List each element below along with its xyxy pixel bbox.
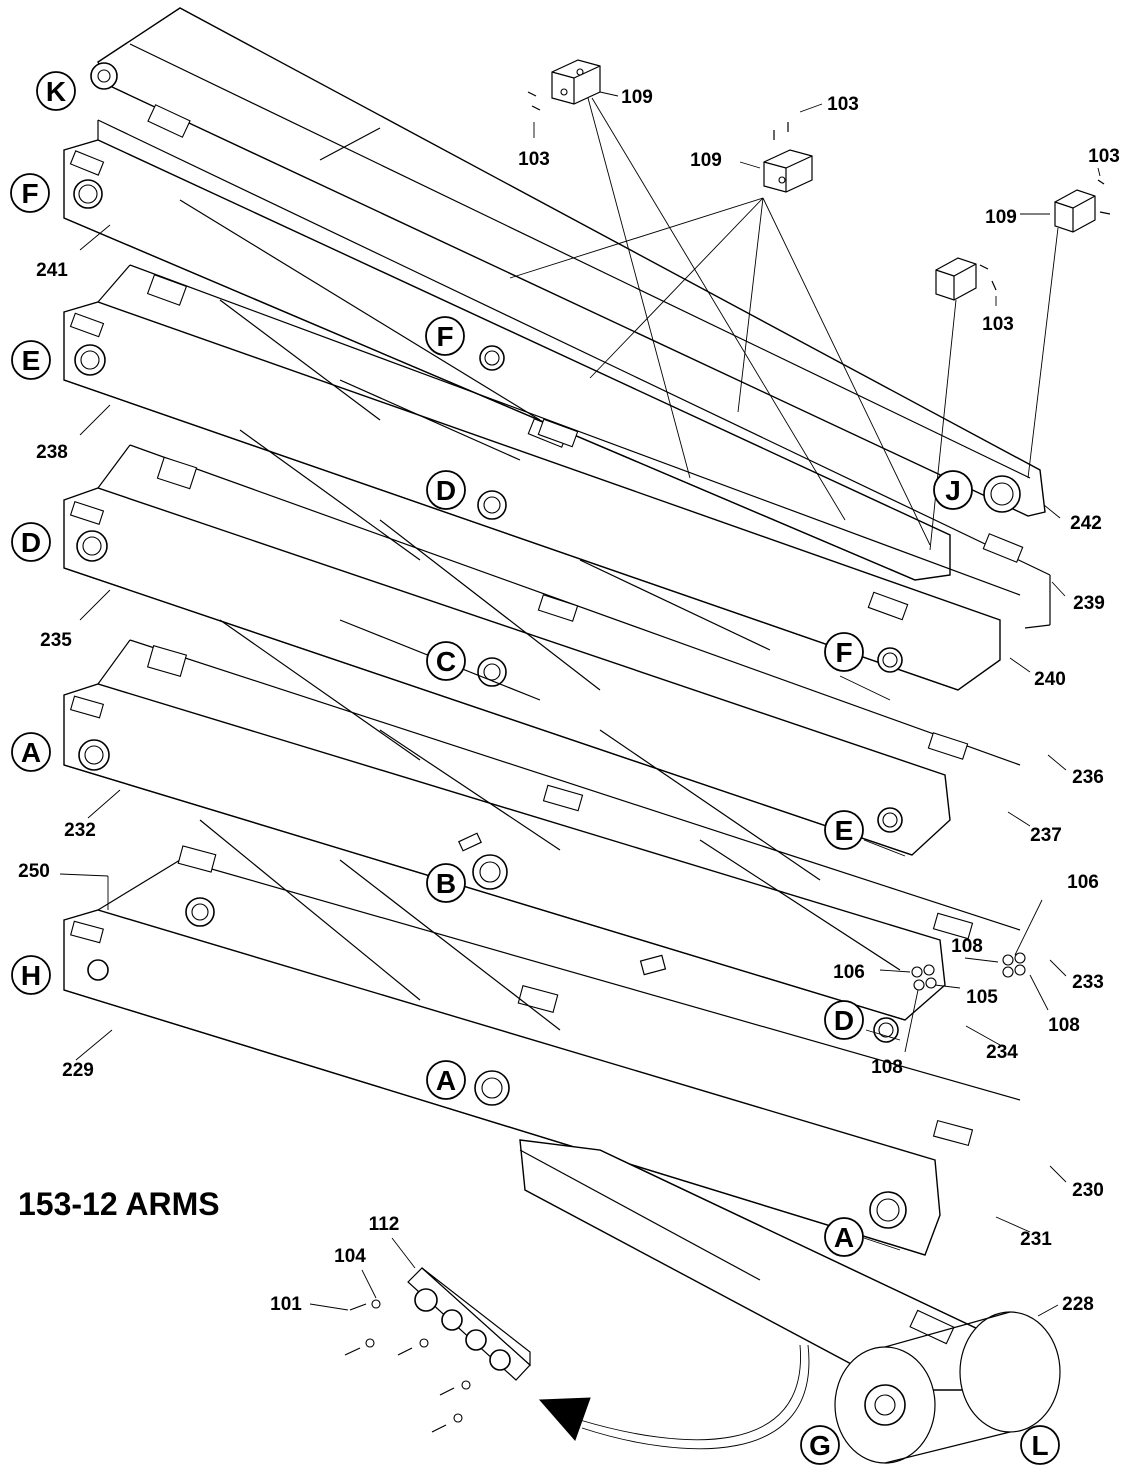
- part-number-106-b: 106: [833, 962, 865, 983]
- callout-D2: D: [426, 470, 466, 510]
- callout-E1-label: E: [22, 345, 41, 376]
- arm-241: [63, 119, 1051, 629]
- callout-H-label: H: [21, 960, 41, 991]
- part-number-105: 105: [966, 987, 998, 1008]
- callout-D3-label: D: [834, 1005, 854, 1036]
- part-number-103-d: 103: [982, 314, 1014, 335]
- callout-L-label: L: [1031, 1430, 1048, 1461]
- callout-E1: E: [11, 340, 51, 380]
- part-number-233: 233: [1072, 972, 1104, 993]
- callout-K-label: K: [46, 76, 66, 107]
- part-number-108-c: 108: [871, 1057, 903, 1078]
- plate-112: [407, 1267, 531, 1381]
- callout-A2-label: A: [436, 1065, 456, 1096]
- part-number-229: 229: [62, 1060, 94, 1081]
- part-number-231: 231: [1020, 1229, 1052, 1250]
- callout-D1: D: [11, 522, 51, 562]
- callout-A1-label: A: [21, 737, 41, 768]
- arm-235: [63, 444, 1021, 856]
- callout-J-label: J: [945, 475, 961, 506]
- part-number-106-a: 106: [1067, 872, 1099, 893]
- part-number-109-b: 109: [690, 150, 722, 171]
- clamp-block-109-a: [551, 59, 601, 105]
- part-number-109-a: 109: [621, 87, 653, 108]
- part-number-109-c: 109: [985, 207, 1017, 228]
- part-number-232: 232: [64, 820, 96, 841]
- cross-members: [179, 199, 901, 1281]
- part-number-103-c: 103: [1088, 146, 1120, 167]
- part-number-104: 104: [334, 1246, 366, 1267]
- callout-F3-label: F: [835, 637, 852, 668]
- diagram-title: 153-12 ARMS: [18, 1186, 220, 1222]
- part-number-230: 230: [1072, 1180, 1104, 1201]
- leader-lines: [59, 91, 1101, 1317]
- screws-103: [527, 91, 1111, 291]
- part-number-103-a: 103: [518, 149, 550, 170]
- arm-229: [63, 845, 1021, 1256]
- clamp-block-109-c: [935, 257, 977, 301]
- bolts-101-104: [344, 1299, 471, 1433]
- part-number-228: 228: [1062, 1294, 1094, 1315]
- part-number-101: 101: [270, 1294, 302, 1315]
- callout-D2-label: D: [436, 475, 456, 506]
- callout-H: H: [11, 955, 51, 995]
- callout-F1-label: F: [21, 178, 38, 209]
- callout-K: K: [36, 71, 76, 111]
- callout-A1: A: [11, 732, 51, 772]
- part-number-108-a: 108: [951, 936, 983, 957]
- callout-B: B: [426, 863, 466, 903]
- part-number-103-b: 103: [827, 94, 859, 115]
- arm-238: [63, 264, 1021, 691]
- arm-232: [63, 639, 1021, 1043]
- part-number-112: 112: [369, 1214, 400, 1235]
- part-number-250: 250: [18, 861, 50, 882]
- callout-L: L: [1020, 1425, 1060, 1465]
- part-number-240: 240: [1034, 669, 1066, 690]
- callout-A2: A: [426, 1060, 466, 1100]
- callout-A3-label: A: [834, 1222, 854, 1253]
- callout-D3: D: [824, 1000, 864, 1040]
- part-number-239: 239: [1073, 593, 1105, 614]
- callout-E2: E: [824, 810, 864, 850]
- arm-top-k: [90, 7, 1046, 517]
- callout-C-label: C: [436, 646, 456, 677]
- callout-E2-label: E: [835, 815, 854, 846]
- callout-A3: A: [824, 1217, 864, 1257]
- part-number-235: 235: [40, 630, 72, 651]
- callout-F1: F: [10, 173, 50, 213]
- curved-arrow: [538, 1344, 810, 1450]
- callout-F3: F: [824, 632, 864, 672]
- arm-bottom-g: [519, 1139, 1061, 1464]
- part-number-241: 241: [36, 260, 68, 281]
- callout-B-label: B: [436, 868, 456, 899]
- hardware-d-105-108: [458, 832, 1026, 991]
- clamp-block-109-b: [763, 149, 813, 193]
- callout-C: C: [426, 641, 466, 681]
- callout-J: J: [933, 470, 973, 510]
- part-number-236: 236: [1072, 767, 1104, 788]
- callout-F2-label: F: [436, 321, 453, 352]
- part-number-234: 234: [986, 1042, 1018, 1063]
- part-number-108-b: 108: [1048, 1015, 1080, 1036]
- clamp-block-109-d: [1054, 189, 1096, 233]
- callout-F2: F: [425, 316, 465, 356]
- part-number-242: 242: [1070, 513, 1102, 534]
- callout-G-label: G: [809, 1430, 831, 1461]
- callout-D1-label: D: [21, 527, 41, 558]
- callout-G: G: [800, 1425, 840, 1465]
- part-number-238: 238: [36, 442, 68, 463]
- part-number-237: 237: [1030, 825, 1062, 846]
